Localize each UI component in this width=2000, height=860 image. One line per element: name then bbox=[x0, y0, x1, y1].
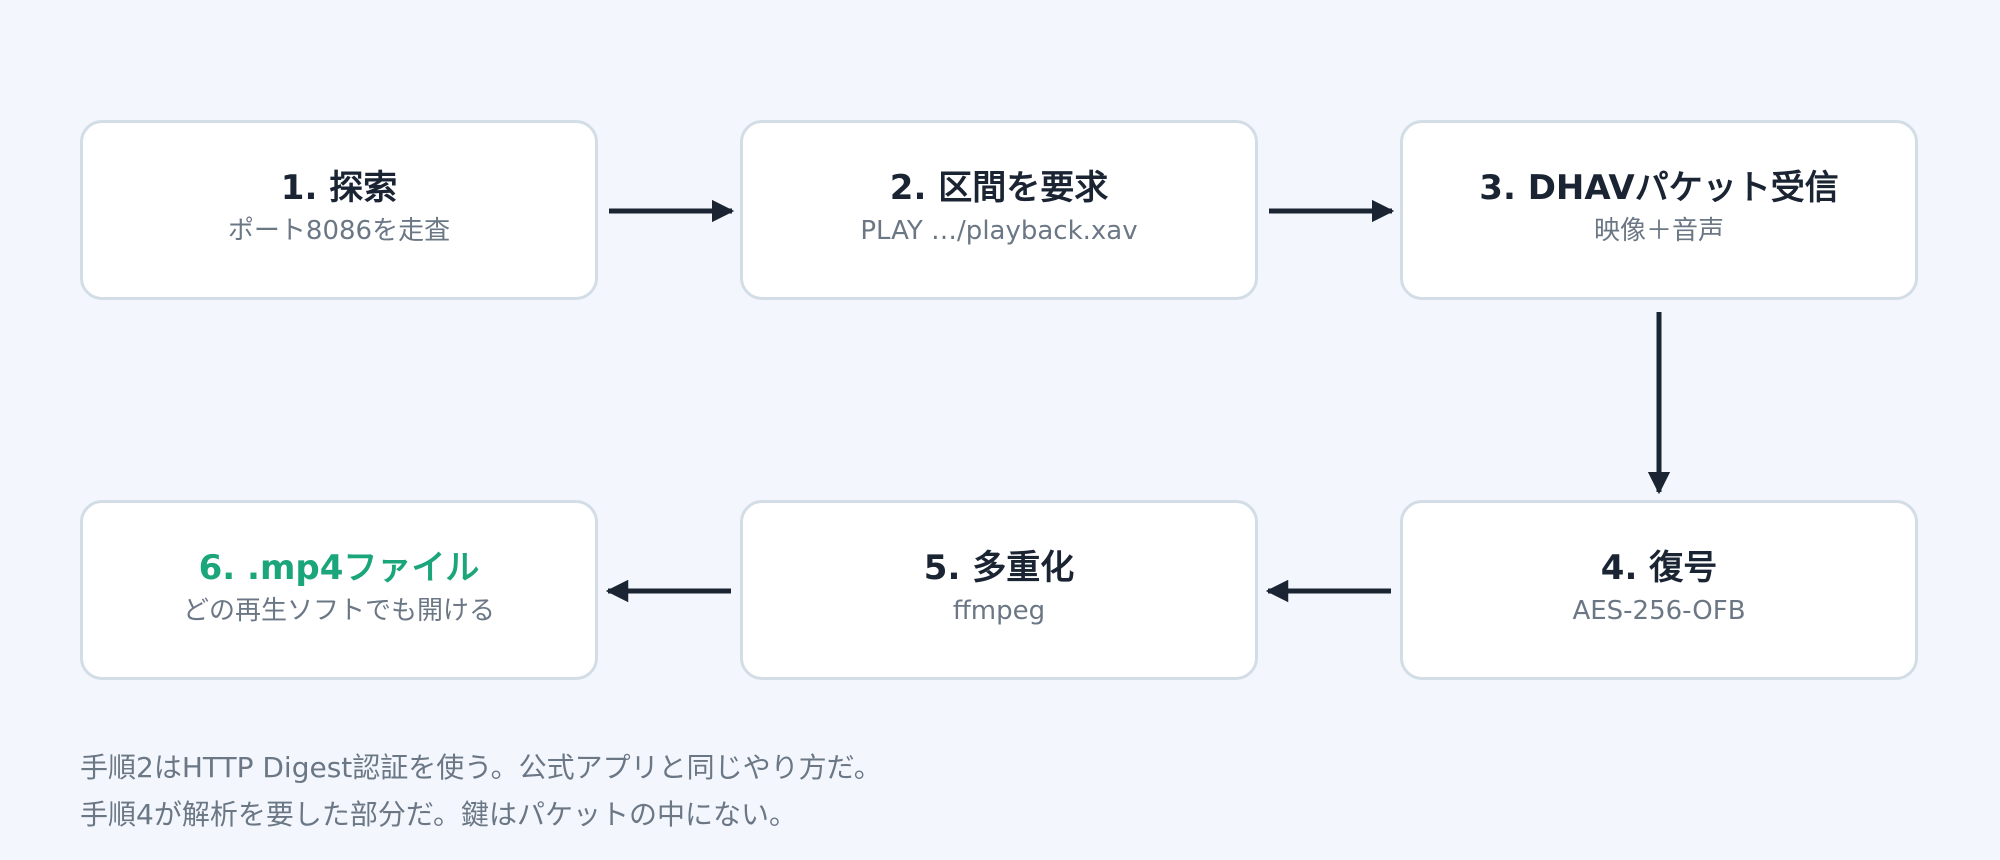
footnotes: 手順2はHTTP Digest認証を使う。公式アプリと同じやり方だ。 手順4が解… bbox=[80, 744, 882, 838]
step-title: 1. 探索 bbox=[280, 167, 398, 208]
step-title: 2. 区間を要求 bbox=[889, 167, 1109, 208]
step-box-mux: 5. 多重化 ffmpeg bbox=[740, 500, 1258, 680]
step-box-receive-packets: 3. DHAVパケット受信 映像＋音声 bbox=[1400, 120, 1918, 300]
step-subtitle: 映像＋音声 bbox=[1593, 215, 1724, 246]
step-title: 6. .mp4ファイル bbox=[198, 547, 480, 588]
footnote-line: 手順2はHTTP Digest認証を使う。公式アプリと同じやり方だ。 bbox=[80, 751, 882, 784]
step-title: 3. DHAVパケット受信 bbox=[1479, 167, 1839, 208]
step-subtitle: PLAY …/playback.xav bbox=[860, 215, 1138, 246]
step-title: 5. 多重化 bbox=[923, 547, 1075, 588]
step-box-decrypt: 4. 復号 AES-256-OFB bbox=[1400, 500, 1918, 680]
step-subtitle: ポート8086を走査 bbox=[227, 215, 451, 246]
step-box-discover: 1. 探索 ポート8086を走査 bbox=[80, 120, 598, 300]
step-box-output-file: 6. .mp4ファイル どの再生ソフトでも開ける bbox=[80, 500, 598, 680]
step-subtitle: AES-256-OFB bbox=[1572, 595, 1746, 626]
step-box-request-range: 2. 区間を要求 PLAY …/playback.xav bbox=[740, 120, 1258, 300]
step-title: 4. 復号 bbox=[1600, 547, 1718, 588]
footnote-line: 手順4が解析を要した部分だ。鍵はパケットの中にない。 bbox=[80, 798, 797, 831]
step-subtitle: どの再生ソフトでも開ける bbox=[182, 595, 495, 626]
step-subtitle: ffmpeg bbox=[952, 595, 1046, 626]
